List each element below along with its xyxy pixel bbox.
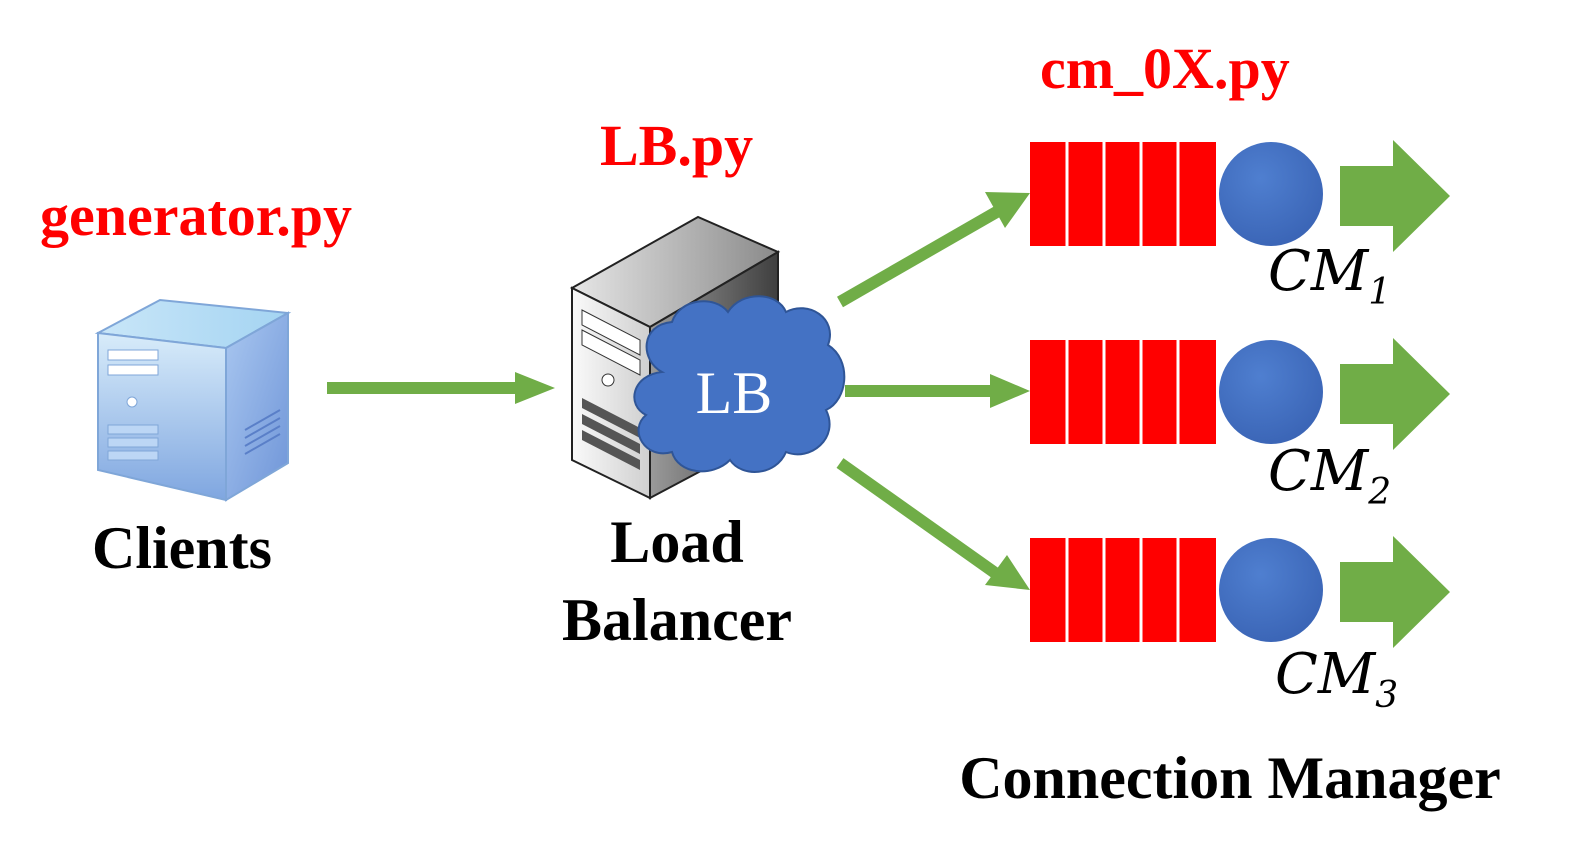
cm2-server-circle — [1219, 340, 1323, 444]
clients-label: Clients — [92, 515, 272, 581]
lb-to-cm1-arrow — [837, 192, 1030, 308]
cm1-server-circle — [1219, 142, 1323, 246]
generator-script-label: generator.py — [40, 183, 352, 248]
cm1-label: CM1 — [1268, 239, 1391, 313]
lb-script-label: LB.py — [600, 113, 753, 178]
cm2-queue — [1030, 340, 1216, 444]
lb-to-cm2-arrow — [845, 374, 1030, 408]
cm1-output-arrow — [1340, 140, 1450, 252]
cm3-label: CM3 — [1275, 642, 1398, 716]
clients-to-lb-arrow — [327, 372, 555, 404]
cloud-icon: LB — [633, 295, 846, 473]
lb-to-cm3-arrow — [836, 458, 1030, 590]
lb-cloud-label: LB — [696, 360, 773, 426]
client-computer-icon — [94, 298, 292, 502]
load-balancer-label-line1: Load — [610, 509, 743, 575]
cm2-label: CM2 — [1268, 439, 1391, 513]
cm-script-label: cm_0X.py — [1040, 36, 1290, 101]
cm3-server-circle — [1219, 538, 1323, 642]
load-balancer-label-line2: Balancer — [562, 587, 792, 653]
cm1-queue — [1030, 142, 1216, 246]
connection-manager-label: Connection Manager — [959, 745, 1501, 811]
cm3-output-arrow — [1340, 536, 1450, 648]
cm3-queue — [1030, 538, 1216, 642]
cm2-output-arrow — [1340, 338, 1450, 450]
